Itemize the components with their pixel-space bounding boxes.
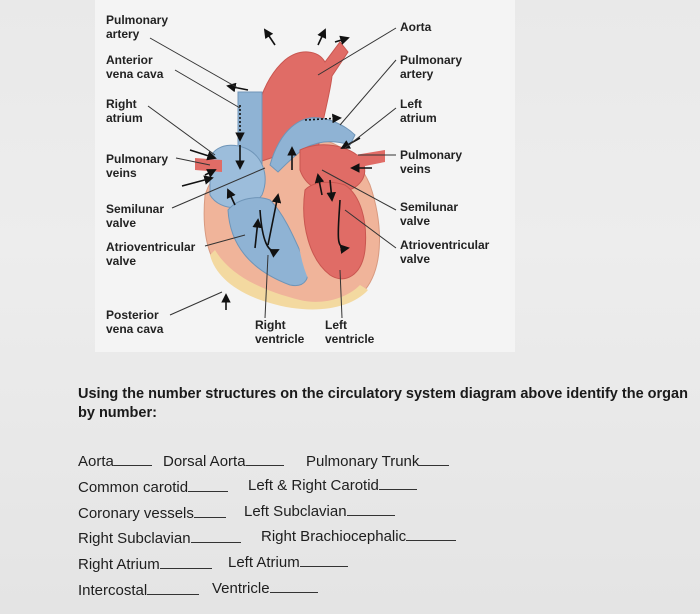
answer-common-carotid: Common carotid bbox=[78, 479, 229, 496]
label-pulmonary-artery: Pulmonary artery bbox=[106, 13, 169, 41]
answer-blank[interactable] bbox=[346, 503, 395, 516]
answer-right-subclavian: Right Subclavian bbox=[78, 530, 241, 547]
label-pulmonary-veins-left: Pulmonary veins bbox=[106, 152, 169, 180]
label-aorta: Aorta bbox=[400, 20, 432, 34]
answer-pulmonary-trunk: Pulmonary Trunk bbox=[306, 453, 450, 470]
answer-blank[interactable] bbox=[159, 556, 212, 569]
answer-blank[interactable] bbox=[193, 505, 226, 518]
fat-band bbox=[210, 250, 368, 310]
answer-blank[interactable] bbox=[299, 554, 348, 567]
answer-blank[interactable] bbox=[245, 453, 284, 466]
label-right-ventricle: Right ventricle bbox=[255, 318, 305, 346]
answer-dorsal-aorta: Dorsal Aorta bbox=[163, 453, 284, 470]
answer-ventricle: Ventricle bbox=[212, 580, 318, 597]
pulmonary-veins-right-vessel bbox=[355, 150, 385, 168]
answer-blank[interactable] bbox=[113, 453, 152, 466]
answer-aorta: Aorta bbox=[78, 453, 152, 470]
answer-right-brachiocephalic: Right Brachiocephalic bbox=[261, 528, 457, 545]
answer-blank[interactable] bbox=[378, 477, 417, 490]
question-text: Using the number structures on the circu… bbox=[78, 386, 688, 421]
label-right-atrium: Right atrium bbox=[106, 97, 143, 125]
label-semilunar-valve-left: Semilunar valve bbox=[106, 202, 165, 230]
answer-blank[interactable] bbox=[188, 479, 229, 492]
right-atrium-chamber bbox=[208, 144, 266, 209]
answer-intercostal: Intercostal bbox=[78, 582, 200, 599]
answer-left-subclavian: Left Subclavian bbox=[244, 503, 395, 520]
label-pulmonary-artery-right: Pulmonary artery bbox=[400, 53, 463, 81]
answer-blank[interactable] bbox=[419, 453, 450, 466]
label-left-ventricle: Left ventricle bbox=[325, 318, 375, 346]
label-pulmonary-veins-right: Pulmonary veins bbox=[400, 148, 463, 176]
answer-left-right-carotid: Left & Right Carotid bbox=[248, 477, 417, 494]
answer-right-atrium: Right Atrium bbox=[78, 556, 212, 573]
label-anterior-vena-cava: Anterior vena cava bbox=[106, 53, 164, 81]
answer-blank[interactable] bbox=[190, 530, 241, 543]
answer-coronary-vessels: Coronary vessels bbox=[78, 505, 226, 522]
label-atrioventricular-valve-left: Atrioventricular valve bbox=[106, 240, 196, 268]
answer-left-atrium: Left Atrium bbox=[228, 554, 348, 571]
answer-blank[interactable] bbox=[147, 582, 200, 595]
label-posterior-vena-cava: Posterior vena cava bbox=[106, 308, 164, 336]
left-ventricle-chamber bbox=[303, 181, 367, 280]
septum bbox=[296, 184, 315, 282]
label-semilunar-valve-right: Semilunar valve bbox=[400, 200, 459, 228]
label-left-atrium: Left atrium bbox=[400, 97, 437, 125]
label-atrioventricular-valve-right: Atrioventricular valve bbox=[400, 238, 490, 266]
answer-blank[interactable] bbox=[269, 580, 318, 593]
answer-blank[interactable] bbox=[406, 528, 457, 541]
leader-lines bbox=[147, 27, 397, 319]
